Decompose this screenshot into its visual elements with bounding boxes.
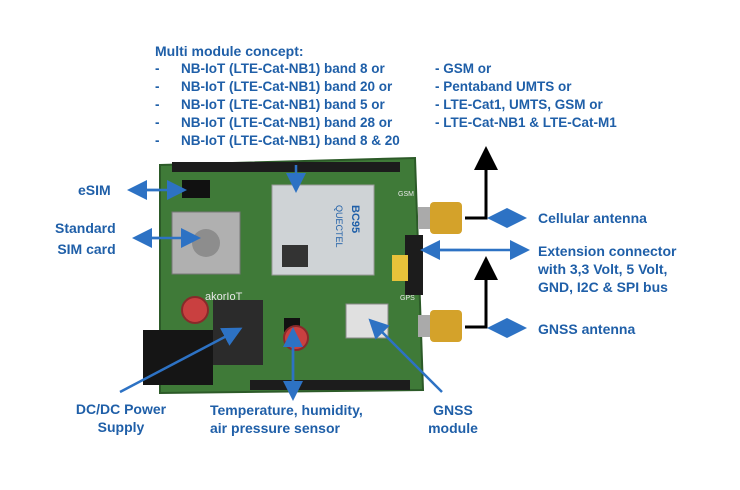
extension-connector-label: Extension connector with 3,3 Volt, 5 Vol… <box>538 243 677 295</box>
list-item: - GSM or <box>435 61 492 76</box>
bottom-header-pins <box>250 380 410 390</box>
capacitor-2 <box>283 325 309 351</box>
dcdc-power-supply-label: DC/DC Power Supply <box>75 401 167 435</box>
gsm-marking: GSM <box>398 191 414 198</box>
list-item: - Pentaband UMTS or <box>435 79 572 94</box>
yellow-connector <box>392 255 408 281</box>
dcdc-arrow <box>119 327 243 394</box>
concept-left-list: -NB-IoT (LTE-Cat-NB1) band 8 or -NB-IoT … <box>155 60 400 150</box>
esim-label: eSIM <box>78 182 111 198</box>
dc-power-jack <box>143 330 213 385</box>
cellular-antenna-connector <box>418 202 462 234</box>
gnss-cable-arrow <box>465 256 498 329</box>
module-model-text: BC95 <box>349 205 361 233</box>
esim-chip <box>182 180 210 198</box>
cellular-cable-arrow <box>465 146 498 220</box>
sensor-label: Temperature, humidity, air pressure sens… <box>210 402 363 436</box>
list-item: -NB-IoT (LTE-Cat-NB1) band 20 or <box>155 79 393 94</box>
gnss-module-arrow <box>368 318 443 393</box>
list-item: -NB-IoT (LTE-Cat-NB1) band 8 & 20 <box>155 133 400 148</box>
standard-sim-label: Standard SIM card <box>55 220 116 257</box>
concept-right-list: - GSM or - Pentaband UMTS or - LTE-Cat1,… <box>435 60 617 132</box>
gnss-module-label: GNSS module <box>428 402 478 436</box>
extension-header-pins <box>405 235 423 295</box>
cellular-antenna-label: Cellular antenna <box>538 210 647 226</box>
list-item: - LTE-Cat-NB1 & LTE-Cat-M1 <box>435 115 617 130</box>
concept-title: Multi module concept: <box>155 43 304 59</box>
gnss-antenna-label: GNSS antenna <box>538 321 636 337</box>
gnss-antenna-connector <box>418 310 462 342</box>
capacitor <box>181 296 209 324</box>
top-header-pins <box>172 162 400 172</box>
module-logo-text: QUECTEL <box>334 205 344 248</box>
list-item: -NB-IoT (LTE-Cat-NB1) band 5 or <box>155 97 385 112</box>
list-item: -NB-IoT (LTE-Cat-NB1) band 28 or <box>155 115 393 130</box>
list-item: - LTE-Cat1, UMTS, GSM or <box>435 97 603 112</box>
gps-marking: GPS <box>400 295 415 302</box>
list-item: -NB-IoT (LTE-Cat-NB1) band 8 or <box>155 61 385 76</box>
dcdc-regulator <box>213 300 263 365</box>
